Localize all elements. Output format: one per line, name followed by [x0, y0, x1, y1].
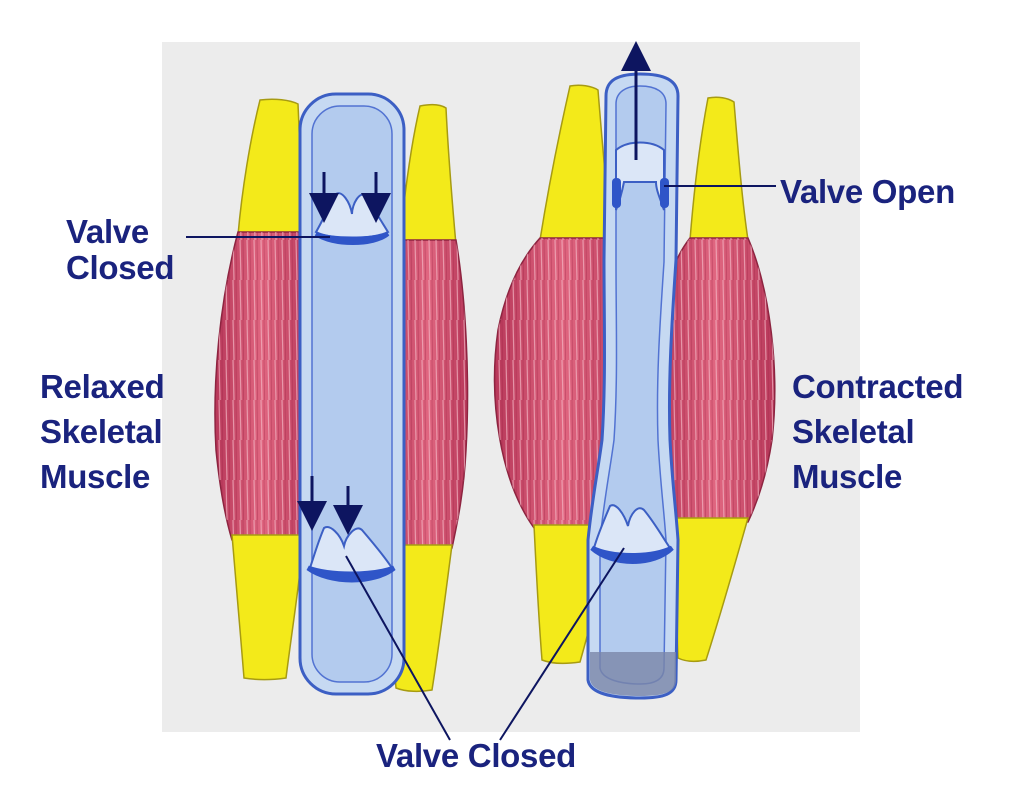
- label-line: Muscle: [792, 458, 903, 495]
- label-line: Valve: [66, 213, 149, 250]
- label-line: Relaxed: [40, 368, 165, 405]
- label-line: Contracted: [792, 368, 964, 405]
- right-muscle2-fibers: [656, 238, 775, 522]
- label-contracted-muscle: Contracted Skeletal Muscle: [792, 364, 963, 499]
- left-muscle-fibers: [214, 232, 311, 540]
- label-line: Valve Open: [780, 173, 955, 210]
- left-muscle-bottom-tendon: [231, 534, 305, 681]
- left-muscle2-fibers: [388, 240, 468, 548]
- label-valve-open: Valve Open: [780, 174, 955, 210]
- left-upper-valve-seal: [314, 232, 390, 245]
- right-muscle-group: [493, 41, 776, 700]
- pointer-valve-closed-bottom-right: [499, 547, 625, 741]
- label-line: Skeletal: [792, 413, 915, 450]
- right-vein: [586, 41, 680, 700]
- right-upper-valve-cusp-right: [660, 178, 669, 208]
- label-line: Muscle: [40, 458, 151, 495]
- label-relaxed-muscle: Relaxed Skeletal Muscle: [40, 364, 165, 499]
- label-line: Valve Closed: [376, 737, 577, 774]
- left-lower-valve-seal: [306, 565, 396, 583]
- right-contracted-muscle-2: [655, 96, 776, 663]
- right-muscle-fibers: [494, 238, 633, 528]
- label-valve-closed-bottom: Valve Closed: [376, 738, 576, 774]
- right-vein-bottom-cap: [590, 652, 676, 696]
- right-contracted-muscle: [493, 84, 633, 665]
- label-valve-closed-top: Valve Closed: [66, 213, 175, 286]
- right-lower-valve-seal: [590, 545, 674, 564]
- right-upper-valve-cusp-left: [612, 178, 621, 208]
- right-muscle2-top-tendon: [689, 96, 749, 241]
- left-relaxed-muscle: [214, 98, 311, 681]
- pointer-valve-closed-bottom-left: [345, 555, 451, 741]
- label-line: Skeletal: [40, 413, 163, 450]
- left-muscle-group: [214, 92, 469, 696]
- left-muscle2-top-tendon: [399, 103, 457, 246]
- label-line: Closed: [66, 249, 175, 286]
- left-vein: [297, 92, 406, 696]
